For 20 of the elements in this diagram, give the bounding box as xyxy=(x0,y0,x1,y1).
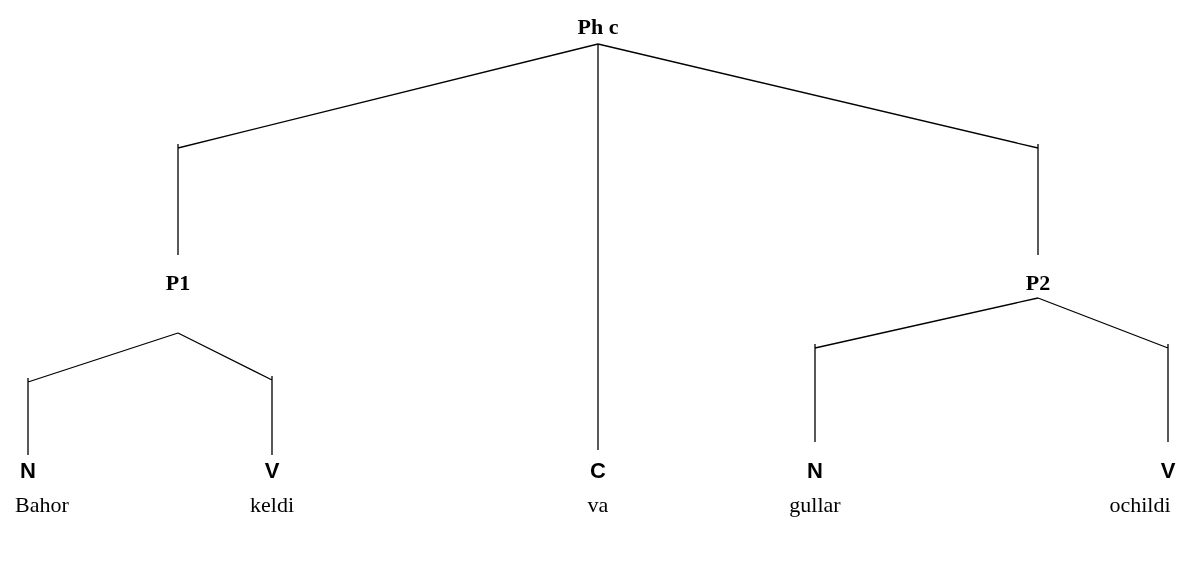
tree-node-label: C xyxy=(590,458,606,484)
tree-branch xyxy=(177,332,273,456)
word-label: gullar xyxy=(789,492,841,518)
word-label: keldi xyxy=(250,492,294,518)
tree-branch xyxy=(597,43,599,451)
word-label: Bahor xyxy=(15,492,69,518)
tree-node-label: V xyxy=(1160,458,1176,484)
tree-branch xyxy=(597,43,1039,256)
tree-node-label: P2 xyxy=(1025,270,1051,296)
tree-node-label: V xyxy=(264,458,280,484)
tree-node-label: Ph c xyxy=(577,14,619,40)
tree-branch xyxy=(814,297,1039,443)
word-label: ochildi xyxy=(1109,492,1171,518)
tree-branch xyxy=(1037,297,1169,443)
tree-branch xyxy=(27,332,179,456)
word-label: va xyxy=(587,492,609,518)
tree-branch xyxy=(177,43,599,256)
tree-node-label: P1 xyxy=(165,270,191,296)
tree-node-label: N xyxy=(807,458,823,484)
tree-node-label: N xyxy=(20,458,36,484)
